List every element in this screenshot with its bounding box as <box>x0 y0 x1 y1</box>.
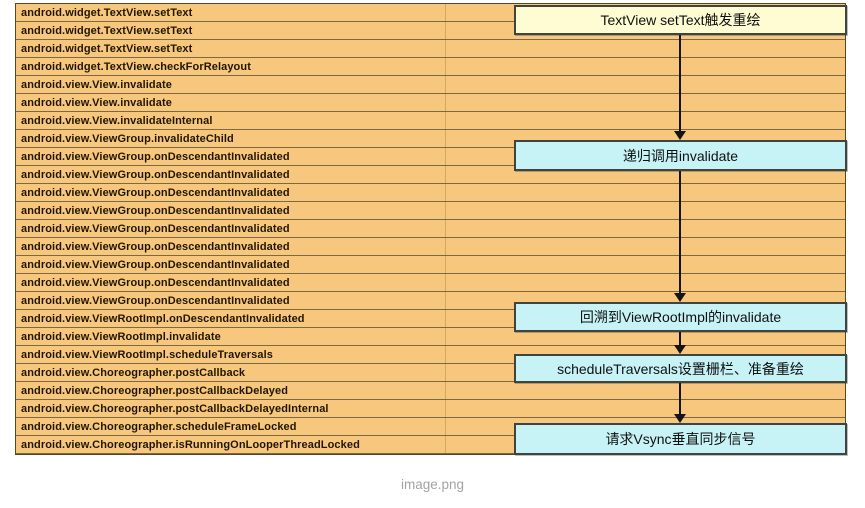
method-name: android.view.Choreographer.postCallbackD… <box>21 384 289 397</box>
table-row: android.view.ViewGroup.onDescendantInval… <box>16 202 845 220</box>
table-row: android.view.ViewRootImpl.invalidate <box>16 328 845 346</box>
method-name: android.view.Choreographer.postCallbackD… <box>21 402 329 415</box>
method-name: android.view.ViewGroup.invalidateChild <box>21 132 234 145</box>
method-name: android.view.View.invalidate <box>21 96 172 109</box>
method-name: android.view.ViewGroup.onDescendantInval… <box>21 258 290 271</box>
method-name: android.widget.TextView.setText <box>21 42 193 55</box>
table-row: android.view.View.invalidateInternal <box>16 112 845 130</box>
image-caption: image.png <box>400 477 465 492</box>
method-name: android.view.ViewGroup.onDescendantInval… <box>21 150 290 163</box>
table-row: android.view.View.invalidate <box>16 76 845 94</box>
table-row: android.view.Choreographer.postCallbackD… <box>16 382 845 400</box>
method-name: android.view.View.invalidate <box>21 78 172 91</box>
method-name: android.view.ViewGroup.onDescendantInval… <box>21 276 290 289</box>
table-row: android.view.ViewRootImpl.scheduleTraver… <box>16 346 845 364</box>
method-name: android.view.ViewGroup.onDescendantInval… <box>21 222 290 235</box>
table-row: android.widget.TextView.setText <box>16 40 845 58</box>
trace-table: android.widget.TextView.setText android.w… <box>15 3 846 455</box>
table-row: android.view.Choreographer.isRunningOnLo… <box>16 436 845 454</box>
table-row: android.view.Choreographer.postCallbackD… <box>16 400 845 418</box>
table-row: android.view.ViewGroup.onDescendantInval… <box>16 166 845 184</box>
method-name: android.widget.TextView.checkForRelayout <box>21 60 251 73</box>
column-divider <box>445 4 446 454</box>
table-row: android.view.ViewGroup.onDescendantInval… <box>16 184 845 202</box>
method-name: android.view.ViewRootImpl.invalidate <box>21 330 221 343</box>
table-row: android.view.ViewGroup.onDescendantInval… <box>16 274 845 292</box>
table-row: android.view.ViewGroup.onDescendantInval… <box>16 292 845 310</box>
method-name: android.view.ViewGroup.onDescendantInval… <box>21 294 290 307</box>
table-row: android.widget.TextView.setText <box>16 4 845 22</box>
method-name: android.view.Choreographer.postCallback <box>21 366 246 379</box>
method-name: android.view.ViewRootImpl.scheduleTraver… <box>21 348 273 361</box>
method-name: android.view.Choreographer.scheduleFrame… <box>21 420 297 433</box>
table-row: android.view.ViewGroup.onDescendantInval… <box>16 148 845 166</box>
method-name: android.view.ViewGroup.onDescendantInval… <box>21 168 290 181</box>
table-row: android.widget.TextView.checkForRelayout <box>16 58 845 76</box>
table-row: android.view.ViewGroup.onDescendantInval… <box>16 256 845 274</box>
table-row: android.view.Choreographer.postCallback <box>16 364 845 382</box>
table-row: android.view.ViewGroup.onDescendantInval… <box>16 238 845 256</box>
table-row: android.view.ViewGroup.invalidateChild <box>16 130 845 148</box>
table-row: android.widget.TextView.setText <box>16 22 845 40</box>
method-name: android.view.ViewGroup.onDescendantInval… <box>21 186 290 199</box>
method-name: android.widget.TextView.setText <box>21 6 193 19</box>
method-name: android.view.ViewRootImpl.onDescendantIn… <box>21 312 305 325</box>
table-row: android.view.ViewRootImpl.onDescendantIn… <box>16 310 845 328</box>
method-name: android.widget.TextView.setText <box>21 24 193 37</box>
method-name: android.view.ViewGroup.onDescendantInval… <box>21 204 290 217</box>
method-name: android.view.Choreographer.isRunningOnLo… <box>21 438 360 451</box>
method-name: android.view.View.invalidateInternal <box>21 114 213 127</box>
table-row: android.view.Choreographer.scheduleFrame… <box>16 418 845 436</box>
table-row: android.view.ViewGroup.onDescendantInval… <box>16 220 845 238</box>
table-row: android.view.View.invalidate <box>16 94 845 112</box>
method-name: android.view.ViewGroup.onDescendantInval… <box>21 240 290 253</box>
